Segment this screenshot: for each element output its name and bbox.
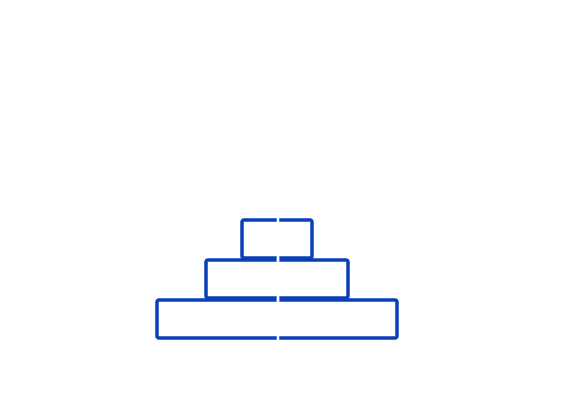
block-stack: [155, 218, 399, 340]
top-block: [240, 218, 314, 260]
bottom-block: [155, 298, 399, 340]
middle-block: [204, 258, 350, 300]
